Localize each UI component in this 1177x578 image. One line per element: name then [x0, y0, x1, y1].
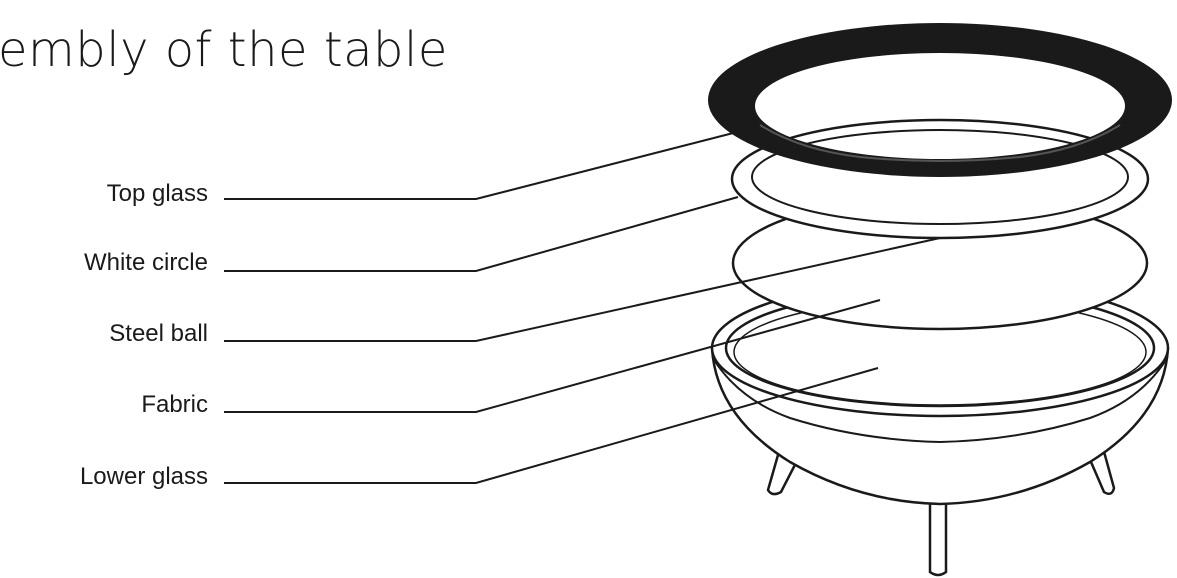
leader-top-glass: [224, 130, 745, 199]
top-glass-ring: [708, 23, 1172, 177]
leader-white-circle: [224, 197, 738, 271]
